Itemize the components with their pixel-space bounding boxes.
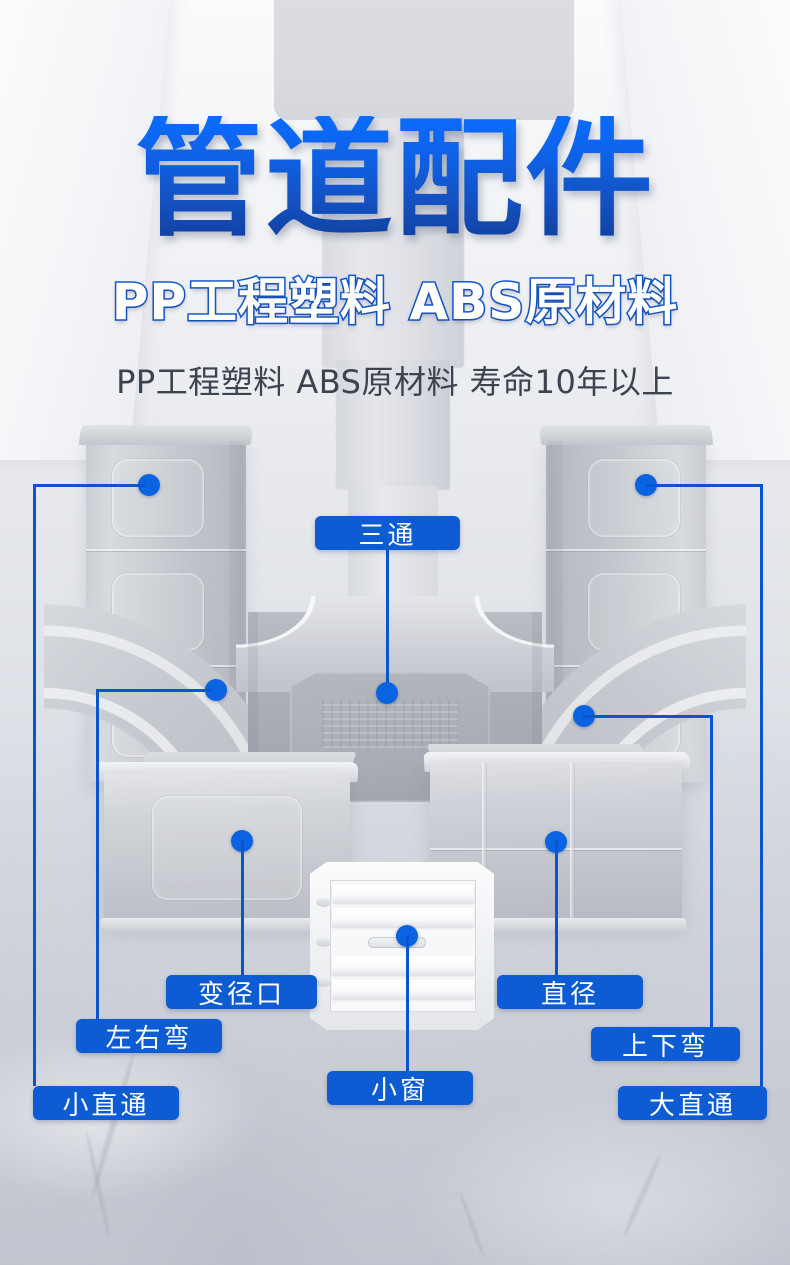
callout-tag-lr-bend[interactable]: 左右弯	[76, 1019, 222, 1054]
leader-line-ud-bend-h	[583, 715, 713, 718]
leader-line-large-straight-h	[646, 484, 763, 487]
vent-clip	[316, 938, 331, 947]
callout-tag-small-straight[interactable]: 小直通	[33, 1086, 179, 1121]
tee-shadow-right	[532, 612, 542, 802]
leader-line-large-straight-v	[760, 484, 763, 1086]
leader-line-reducer	[241, 840, 244, 975]
leader-line-lr-bend-h	[96, 689, 212, 692]
reducer-foot	[100, 918, 354, 932]
leader-line-ud-bend-v	[710, 715, 713, 1027]
callout-tag-reducer[interactable]: 变径口	[166, 975, 317, 1010]
vent-louver	[332, 908, 474, 927]
leader-line-small-window	[406, 935, 409, 1071]
page-subtitle: PP工程塑料 ABS原材料	[110, 273, 679, 331]
leader-line-small-straight-v	[33, 484, 36, 1086]
leader-line-small-straight-h	[33, 484, 145, 487]
leader-line-tee	[386, 545, 389, 693]
leader-line-lr-bend-v	[96, 689, 99, 1019]
callout-tag-small-window[interactable]: 小窗	[327, 1071, 473, 1106]
page-tagline: PP工程塑料 ABS原材料 寿命10年以上	[116, 363, 674, 401]
callout-tag-large-straight[interactable]: 大直通	[618, 1086, 767, 1121]
callout-dot-small-straight	[138, 474, 160, 496]
ceiling-column-upper	[322, 118, 464, 368]
vent-clip	[316, 898, 331, 907]
vent-clip	[316, 978, 331, 987]
tee-shadow-left	[248, 612, 258, 802]
ceiling-column-mid	[336, 360, 450, 490]
vent-louver	[332, 884, 474, 903]
vent-handle	[368, 937, 426, 948]
reducer-body	[104, 772, 350, 924]
callout-dot-lr-bend	[205, 679, 227, 701]
callout-tag-diameter[interactable]: 直径	[497, 975, 643, 1010]
vent-louver	[332, 980, 474, 999]
leader-line-diameter	[555, 841, 558, 975]
ceiling-box	[274, 0, 574, 120]
callout-tag-ud-bend[interactable]: 上下弯	[591, 1027, 740, 1062]
callout-dot-tee	[376, 682, 398, 704]
tee-grill-texture	[322, 700, 458, 748]
page-title: 管道配件	[0, 116, 790, 244]
callout-tag-tee[interactable]: 三通	[315, 516, 460, 551]
vent-louver	[332, 956, 474, 975]
